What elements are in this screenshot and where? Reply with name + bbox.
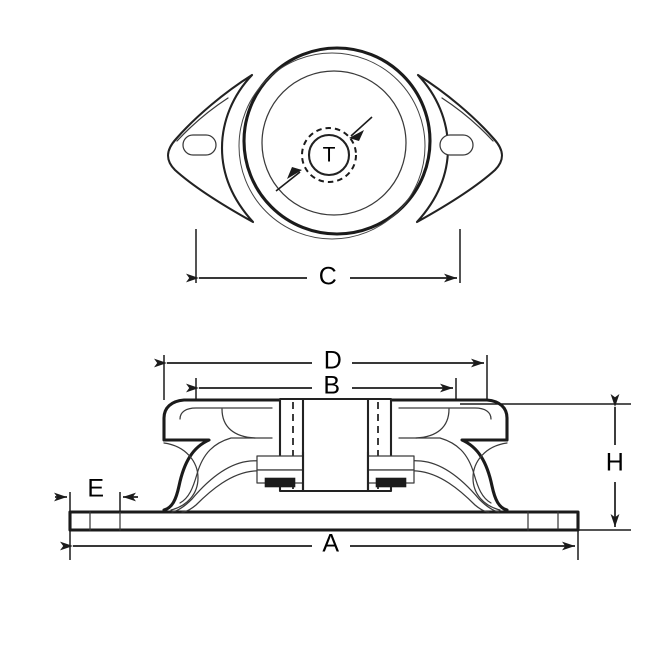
dimension-E: E	[54, 475, 138, 512]
nut-left	[264, 477, 296, 488]
dimension-label-a: A	[322, 530, 339, 558]
slot-hole-left	[182, 134, 217, 156]
thread-callout-label: T	[323, 144, 336, 167]
outer-body-circle-offset	[238, 52, 426, 240]
dimension-label-e: E	[87, 475, 104, 503]
inner-body-circle	[261, 70, 407, 216]
leader-arrow-lower-left	[275, 167, 302, 192]
dimension-label-d: D	[324, 347, 343, 375]
dimension-label-h: H	[606, 449, 625, 477]
dimension-H: H	[460, 394, 631, 531]
leader-arrow-upper-right	[349, 116, 373, 141]
dimension-B: B	[186, 372, 457, 400]
dimension-D: D	[154, 347, 488, 400]
top-view-group: T C	[166, 46, 504, 291]
dimension-label-c: C	[319, 263, 338, 291]
center-stud-circle	[307, 133, 351, 177]
side-view-group: D B H	[54, 347, 631, 560]
slot-hole-right	[439, 134, 474, 156]
dimension-A: A	[60, 530, 579, 560]
dimension-label-b: B	[323, 372, 340, 400]
nut-right	[375, 477, 407, 488]
dimension-C: C	[186, 229, 461, 291]
dashed-reference-circle	[301, 127, 357, 183]
base-plate	[68, 510, 580, 532]
